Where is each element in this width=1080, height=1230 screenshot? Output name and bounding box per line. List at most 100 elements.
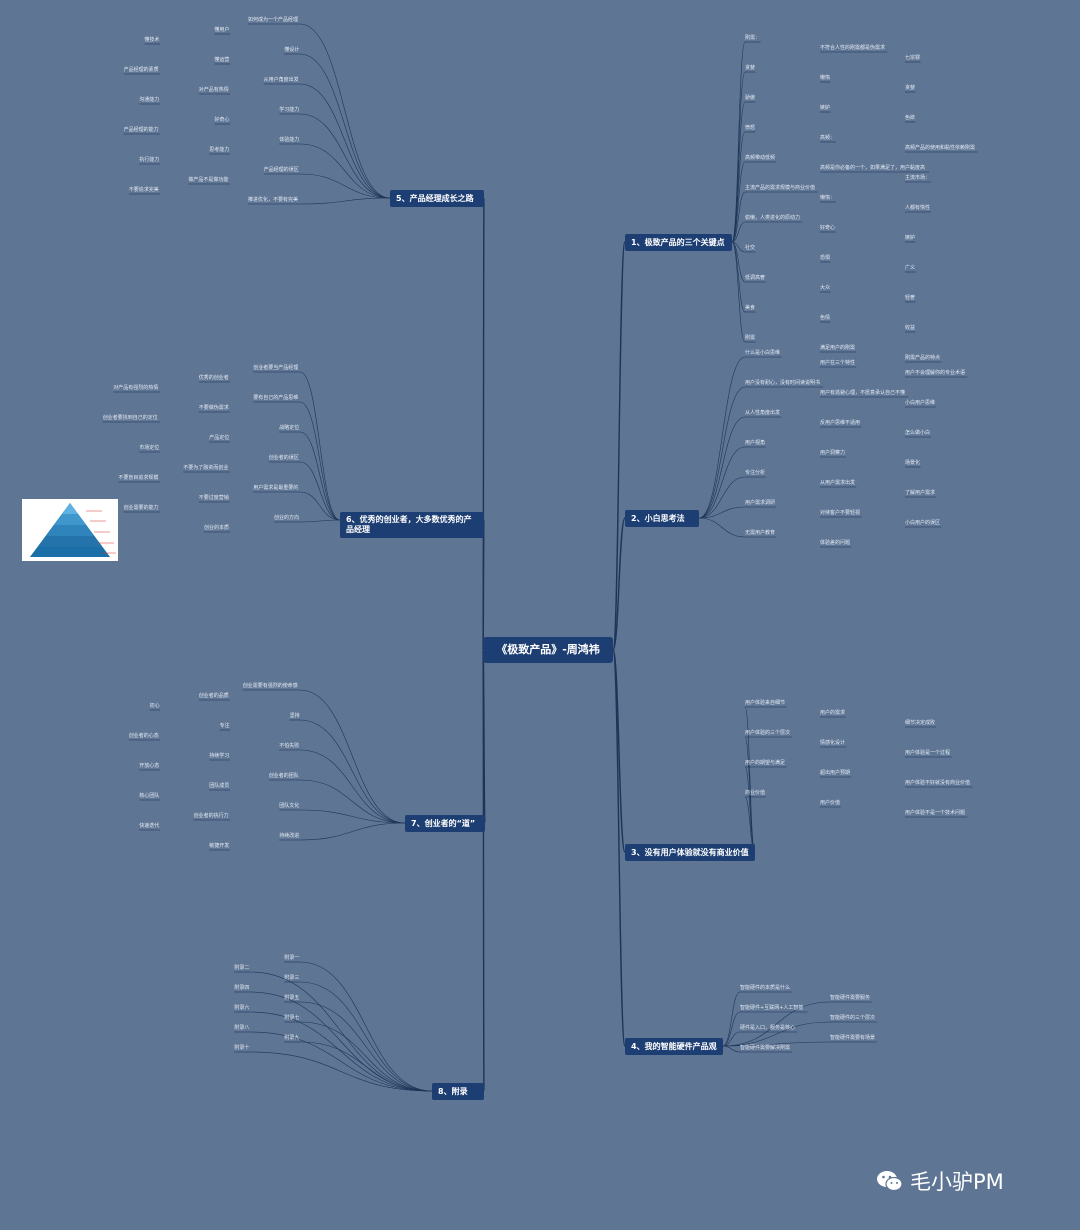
branch-b2-item: 小白用户的误区 [905, 520, 941, 526]
branch-b4-item: 智能硬件需要解决刚需 [740, 1045, 791, 1051]
connector [299, 749, 406, 824]
branch-b2-item: 专注分析 [745, 470, 766, 476]
branch-b4-item: 智能硬件需要有场景 [830, 1035, 876, 1041]
branch-b7-item: 核心团队 [139, 793, 160, 799]
connector [299, 401, 341, 521]
branch-b7-item: 创业者的执行力 [193, 813, 229, 819]
branch-b2-item: 用户需求调研 [745, 500, 776, 506]
branch-b1-item: 刚需 [745, 335, 756, 341]
branch-b5-item: 如何成为一个产品经理 [248, 17, 299, 23]
connector [744, 706, 756, 853]
branch-b2-item: 用户洞察力 [820, 450, 846, 456]
branch-b1-item: 偷懒，人类进化的原动力 [745, 215, 801, 221]
branch-b6-item: 创业者要当产品经理 [253, 365, 299, 371]
root-node[interactable]: 《极致产品》-周鸿祎 [483, 637, 613, 663]
branch-b6-item: 要有自己的产品思维 [253, 395, 299, 401]
branch-b8-title[interactable]: 8、附录 [432, 1083, 484, 1100]
branch-b5-item: 做产品不是做功能 [188, 177, 229, 183]
branch-b4-title[interactable]: 4、我的智能硬件产品观 [625, 1038, 723, 1055]
branch-b8-item: 附录五 [284, 995, 300, 1001]
maslow-pyramid-image [22, 499, 118, 561]
branch-b7-title[interactable]: 7、创业者的“道” [405, 815, 485, 832]
branch-b8-item: 附录二 [234, 965, 250, 971]
branch-b8-item: 附录九 [284, 1035, 300, 1041]
branch-b1-item: 嫉妒 [820, 105, 831, 111]
branch-b1-title[interactable]: 1、极致产品的三个关键点 [625, 234, 732, 251]
branch-b2-item: 对待客户不要轻视 [820, 510, 861, 516]
branch-b4-item: 智能硬件的本质是什么 [740, 985, 791, 991]
branch-b2-title[interactable]: 2、小白思考法 [625, 510, 699, 527]
branch-b4-item: 智能硬件+互联网+人工智能 [740, 1005, 804, 1011]
connector [722, 1021, 831, 1047]
connector [482, 649, 485, 1092]
branch-b3-item: 商业价值 [745, 790, 766, 796]
branch-b7-item: 初心 [149, 703, 160, 709]
connector [722, 991, 741, 1047]
branch-b7-item: 持续学习 [209, 753, 230, 759]
branch-b3-item: 用户体验来自细节 [745, 700, 786, 706]
connector [698, 416, 746, 519]
connector [698, 356, 746, 519]
branch-b5-item: 产品经理的能力 [123, 127, 159, 133]
branch-b7-item: 坚持 [289, 713, 300, 719]
branch-b1-item: 满足用户的刚需 [820, 345, 856, 351]
branch-b2-item: 用户没有耐心，没有时间读说明书 [745, 380, 821, 386]
connector [698, 476, 746, 519]
branch-b3-item: 用户体验是一个过程 [905, 750, 951, 756]
connector [731, 241, 746, 313]
branch-b6-item: 战略定位 [279, 425, 300, 431]
branch-b6-item: 市场定位 [139, 445, 160, 451]
connector [299, 431, 341, 521]
branch-b8-item: 附录六 [234, 1005, 250, 1011]
branch-b6-title[interactable]: 6、优秀的创业者，大多数优秀的产品经理 [340, 512, 484, 538]
branch-b2-item: 小白用户思维 [905, 400, 936, 406]
branch-b1-item: 人都有惰性 [905, 205, 931, 211]
connector [731, 191, 746, 243]
branch-b5-item: 好奇心 [214, 117, 230, 123]
branch-b3-item: 细节决定成败 [905, 720, 936, 726]
connector [722, 1001, 831, 1047]
connector [299, 961, 433, 1092]
branch-b6-item: 创业的方向 [274, 515, 300, 521]
connector [612, 241, 626, 651]
branch-b1-item: 愤怒 [745, 125, 756, 131]
branch-b8-item: 附录十 [234, 1045, 250, 1051]
connector [299, 519, 341, 523]
branch-b3-item: 用户体验不是一个技术问题 [905, 810, 966, 816]
connector [249, 991, 433, 1092]
branch-b1-item: 美食 [745, 305, 756, 311]
connector [299, 1021, 433, 1092]
branch-b2-item: 了解用户需求 [905, 490, 936, 496]
connector [722, 1045, 741, 1053]
branch-b8-item: 附录三 [284, 975, 300, 981]
connector [299, 779, 406, 824]
branch-b5-item: 不要追求完美 [128, 187, 159, 193]
branch-b1-item: 社交 [745, 245, 756, 251]
connector [722, 1041, 831, 1047]
branch-b1-item: 主流产品的需求规模与商业价值 [745, 185, 816, 191]
branch-b6-item: 创业的本质 [204, 525, 230, 531]
branch-b7-item: 开放心态 [139, 763, 160, 769]
branch-b4-item: 智能硬件的三个层次 [830, 1015, 876, 1021]
branch-b7-item: 团队成员 [209, 783, 230, 789]
branch-b8-item: 附录四 [234, 985, 250, 991]
connector [731, 241, 746, 343]
connector [299, 53, 391, 199]
branch-b3-title[interactable]: 3、没有用户体验就没有商业价值 [625, 844, 755, 861]
connector [299, 83, 391, 199]
branch-b5-item: 产品经理的素质 [123, 67, 159, 73]
branch-b1-item: 高频： [820, 135, 836, 141]
branch-b5-title[interactable]: 5、产品经理成长之路 [390, 190, 484, 207]
branch-b5-item: 对产品有热情 [198, 87, 229, 93]
watermark: 毛小驴PM [876, 1166, 1004, 1196]
branch-b5-item: 懂设计 [284, 47, 300, 53]
branch-b6-item: 对产品有强烈的热情 [113, 385, 159, 391]
branch-b5-item: 学习能力 [279, 107, 300, 113]
branch-b6-item: 不要盲目追求规模 [118, 475, 159, 481]
connector [731, 221, 746, 243]
branch-b5-item: 体验能力 [279, 137, 300, 143]
branch-b7-item: 快速迭代 [139, 823, 160, 829]
connector [731, 101, 746, 243]
branch-b2-item: 从用户需求出发 [820, 480, 856, 486]
connector [612, 517, 626, 651]
